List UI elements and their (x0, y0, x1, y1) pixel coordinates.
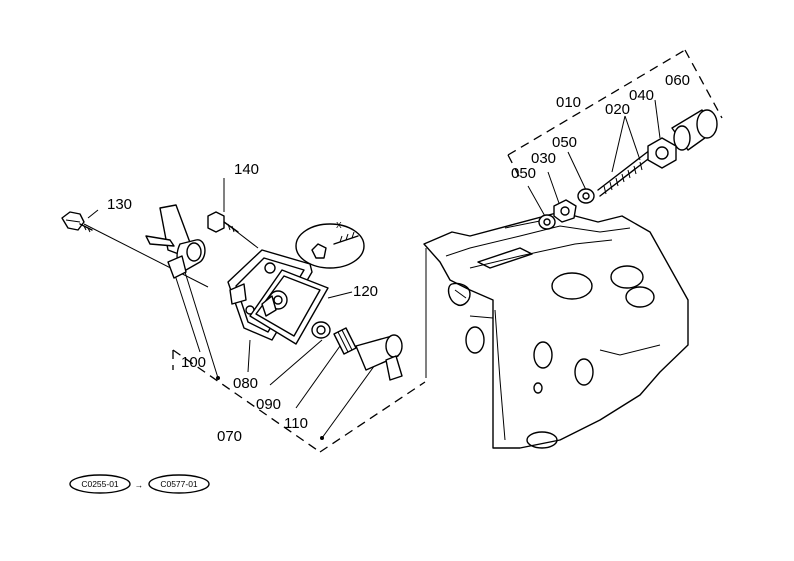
nut-050-a (538, 214, 556, 230)
shaft-110 (333, 327, 403, 381)
serial-code-to: C0577-01 (148, 474, 210, 494)
lever-100 (145, 204, 206, 279)
callout-070: 070 (217, 428, 242, 445)
adjust-screw-020 (597, 149, 653, 197)
o-ring-090 (311, 321, 331, 339)
bolt-140 (207, 211, 239, 233)
callout-130: 130 (107, 196, 132, 213)
callout-020: 020 (605, 101, 630, 118)
callout-x-mark: X (336, 220, 342, 230)
serial-code-from: C0255-01 (69, 474, 131, 494)
washer-050-b (577, 188, 595, 204)
leader-lines (83, 99, 661, 440)
callout-110: 110 (284, 415, 308, 432)
cap-060 (671, 109, 718, 151)
gasket-120 (249, 269, 329, 345)
nut-040 (647, 137, 677, 169)
nut-030 (553, 199, 577, 223)
callout-030: 030 (531, 150, 556, 167)
callout-140: 140 (234, 161, 259, 178)
callout-090: 090 (256, 396, 281, 413)
callout-050-b: 050 (552, 134, 577, 151)
callout-080: 080 (233, 375, 258, 392)
serial-code-arrow: → (135, 480, 144, 490)
callout-040: 040 (629, 87, 654, 104)
callout-050-a: 050 (511, 165, 536, 182)
callout-060: 060 (665, 72, 690, 89)
bolt-130 (61, 211, 93, 233)
callout-100: 100 (181, 354, 206, 371)
assembly-outline-070 (172, 349, 426, 453)
engine-block (423, 211, 689, 449)
serial-code-from-text: C0255-01 (81, 479, 119, 489)
assembly-outline-010 (507, 49, 723, 179)
callout-120: 120 (353, 283, 378, 300)
callout-010: 010 (556, 94, 581, 111)
serial-code-to-text: C0577-01 (160, 479, 198, 489)
